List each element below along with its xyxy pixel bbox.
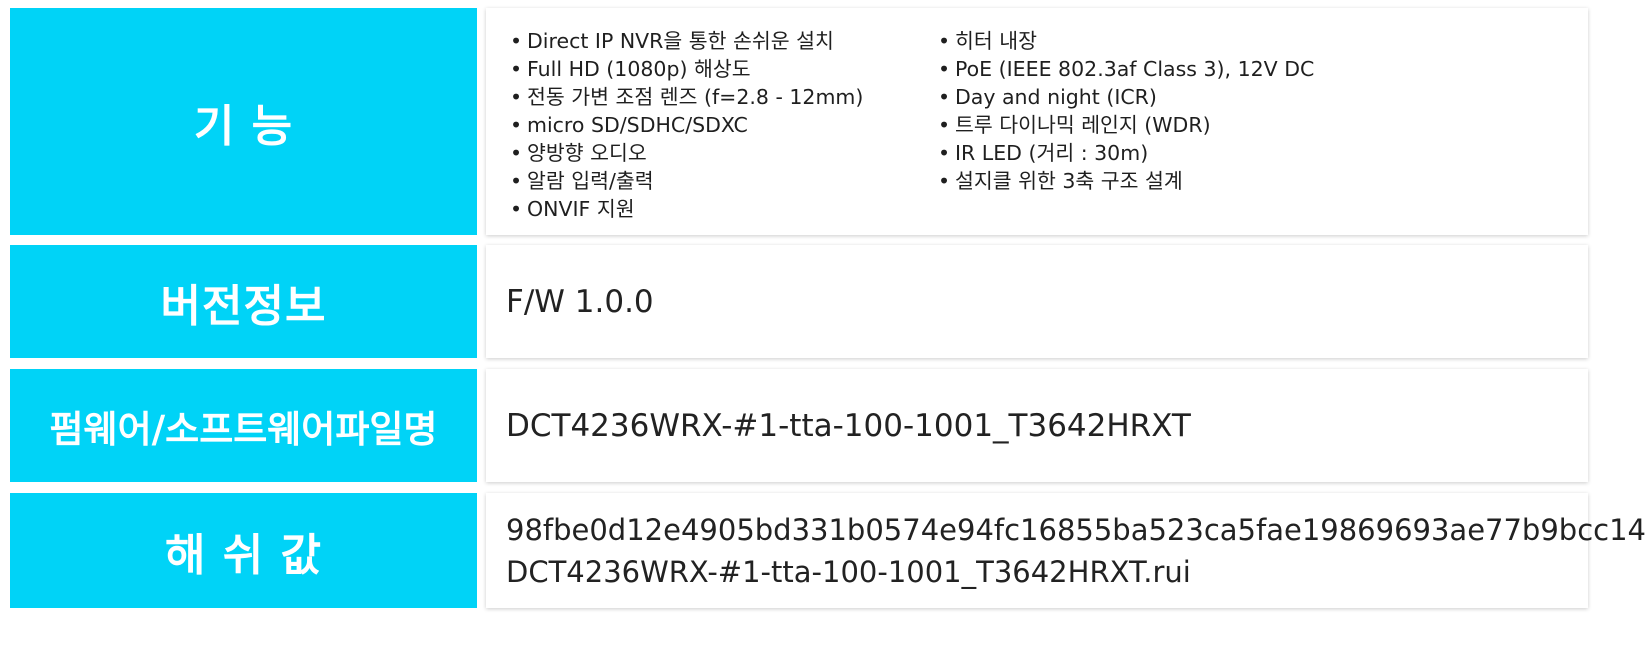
feature-text: PoE (IEEE 802.3af Class 3), 12V DC bbox=[955, 57, 1315, 81]
feature-item: •micro SD/SDHC/SDXC bbox=[510, 111, 938, 139]
bullet-icon: • bbox=[510, 197, 523, 221]
hash-label: 해 쉬 값 bbox=[10, 493, 477, 608]
feature-text: 설지클 위한 3축 구조 설계 bbox=[955, 169, 1183, 193]
bullet-icon: • bbox=[938, 113, 951, 137]
feature-item: •트루 다이나믹 레인지 (WDR) bbox=[938, 111, 1358, 139]
features-row: 기 능 •Direct IP NVR을 통한 손쉬운 설치 •Full HD (… bbox=[10, 8, 1588, 235]
feature-item: •설지클 위한 3축 구조 설계 bbox=[938, 167, 1358, 195]
feature-item: •전동 가변 조점 렌즈 (f=2.8 - 12mm) bbox=[510, 83, 938, 111]
feature-text: micro SD/SDHC/SDXC bbox=[527, 113, 748, 137]
hash-row: 해 쉬 값 98fbe0d12e4905bd331b0574e94fc16855… bbox=[10, 493, 1646, 608]
feature-item: •양방향 오디오 bbox=[510, 139, 938, 167]
bullet-icon: • bbox=[510, 169, 523, 193]
feature-text: 전동 가변 조점 렌즈 (f=2.8 - 12mm) bbox=[527, 85, 864, 109]
bullet-icon: • bbox=[938, 141, 951, 165]
hash-lines: 98fbe0d12e4905bd331b0574e94fc16855ba523c… bbox=[506, 509, 1646, 593]
filename-label: 펌웨어/소프트웨어파일명 bbox=[10, 369, 477, 482]
feature-item: •알람 입력/출력 bbox=[510, 167, 938, 195]
bullet-icon: • bbox=[938, 169, 951, 193]
filename-row: 펌웨어/소프트웨어파일명 DCT4236WRX-#1-tta-100-1001_… bbox=[10, 369, 1588, 482]
feature-item: •IR LED (거리 : 30m) bbox=[938, 139, 1358, 167]
feature-text: Day and night (ICR) bbox=[955, 85, 1157, 109]
features-columns: •Direct IP NVR을 통한 손쉬운 설치 •Full HD (1080… bbox=[510, 27, 1358, 223]
feature-text: Full HD (1080p) 해상도 bbox=[527, 57, 751, 81]
feature-text: 트루 다이나믹 레인지 (WDR) bbox=[955, 113, 1211, 137]
bullet-icon: • bbox=[938, 57, 951, 81]
filename-content: DCT4236WRX-#1-tta-100-1001_T3642HRXT bbox=[486, 369, 1588, 482]
features-content: •Direct IP NVR을 통한 손쉬운 설치 •Full HD (1080… bbox=[486, 8, 1588, 235]
hash-digest: 98fbe0d12e4905bd331b0574e94fc16855ba523c… bbox=[506, 513, 1646, 547]
bullet-icon: • bbox=[510, 57, 523, 81]
feature-item: •Direct IP NVR을 통한 손쉬운 설치 bbox=[510, 27, 938, 55]
hash-filename: DCT4236WRX-#1-tta-100-1001_T3642HRXT.rui bbox=[506, 555, 1191, 589]
feature-text: IR LED (거리 : 30m) bbox=[955, 141, 1149, 165]
version-label: 버전정보 bbox=[10, 245, 477, 358]
feature-item: •히터 내장 bbox=[938, 27, 1358, 55]
feature-item: •ONVIF 지원 bbox=[510, 195, 938, 223]
feature-text: ONVIF 지원 bbox=[527, 197, 635, 221]
features-right-list: •히터 내장 •PoE (IEEE 802.3af Class 3), 12V … bbox=[938, 27, 1358, 223]
bullet-icon: • bbox=[510, 29, 523, 53]
features-left-list: •Direct IP NVR을 통한 손쉬운 설치 •Full HD (1080… bbox=[510, 27, 938, 223]
feature-text: 양방향 오디오 bbox=[527, 141, 647, 165]
bullet-icon: • bbox=[510, 85, 523, 109]
feature-item: •Full HD (1080p) 해상도 bbox=[510, 55, 938, 83]
version-value: F/W 1.0.0 bbox=[506, 283, 654, 320]
bullet-icon: • bbox=[938, 85, 951, 109]
bullet-icon: • bbox=[510, 141, 523, 165]
hash-content: 98fbe0d12e4905bd331b0574e94fc16855ba523c… bbox=[486, 493, 1646, 608]
features-label: 기 능 bbox=[10, 8, 477, 235]
feature-text: 히터 내장 bbox=[955, 29, 1037, 53]
version-content: F/W 1.0.0 bbox=[486, 245, 1588, 358]
feature-item: •PoE (IEEE 802.3af Class 3), 12V DC bbox=[938, 55, 1358, 83]
feature-text: Direct IP NVR을 통한 손쉬운 설치 bbox=[527, 29, 834, 53]
version-row: 버전정보 F/W 1.0.0 bbox=[10, 245, 1588, 358]
filename-value: DCT4236WRX-#1-tta-100-1001_T3642HRXT bbox=[506, 407, 1191, 444]
feature-text: 알람 입력/출력 bbox=[527, 169, 654, 193]
bullet-icon: • bbox=[938, 29, 951, 53]
bullet-icon: • bbox=[510, 113, 523, 137]
feature-item: •Day and night (ICR) bbox=[938, 83, 1358, 111]
